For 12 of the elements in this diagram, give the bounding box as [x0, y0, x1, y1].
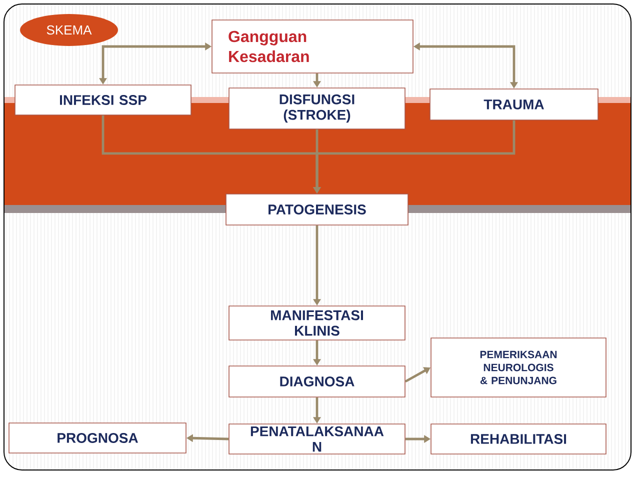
- process-box: INFEKSI SSP: [14, 84, 192, 116]
- process-box: PROGNOSA: [8, 422, 186, 454]
- process-box: Gangguan Kesadaran: [212, 20, 414, 74]
- process-box: PATOGENESIS: [226, 194, 408, 226]
- process-box: TRAUMA: [430, 88, 598, 120]
- process-box: DISFUNGSI (STROKE): [228, 88, 406, 130]
- process-box: REHABILITASI: [430, 424, 606, 454]
- process-box: DIAGNOSA: [228, 366, 406, 398]
- process-box: MANIFESTASI KLINIS: [228, 306, 406, 340]
- process-box: PEMERIKSAAN NEUROLOGIS & PENUNJANG: [430, 338, 606, 398]
- process-box: PENATALAKSANAA N: [228, 424, 406, 454]
- title-oval: SKEMA: [20, 14, 118, 46]
